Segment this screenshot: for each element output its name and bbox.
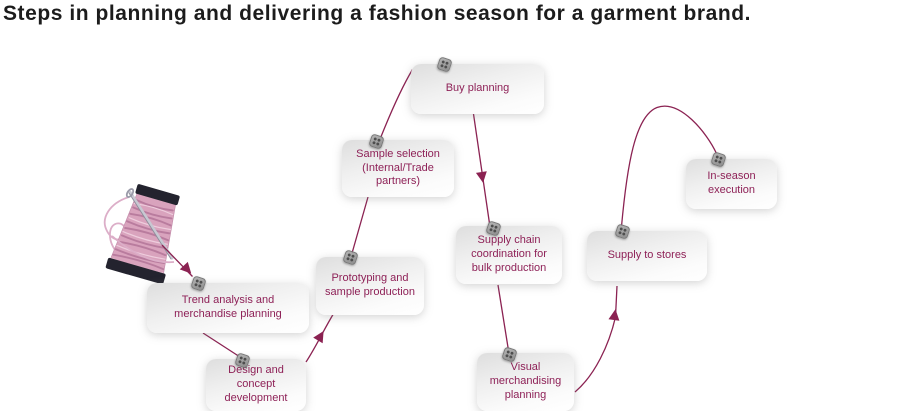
step-label: Sample selection (Internal/Trade partner… — [356, 147, 440, 188]
step-label: Supply to stores — [607, 249, 687, 262]
step-supply-to-stores: Supply to stores — [587, 231, 707, 281]
spool — [105, 184, 180, 285]
step-visual-merchandising: Visual merchandising planning — [477, 353, 574, 411]
connector-sample-to-buy — [378, 69, 414, 141]
step-design-concept: Design and concept development — [206, 359, 306, 411]
connector-trend-to-design — [202, 332, 239, 357]
step-prototyping: Prototyping and sample production — [316, 257, 424, 315]
step-buy-planning: Buy planning — [411, 64, 544, 114]
step-trend-analysis: Trend analysis and merchandise planning — [147, 283, 309, 333]
connector-prototyping-to-sample — [350, 196, 369, 256]
step-label: Trend analysis and merchandise planning — [174, 294, 282, 320]
arrowhead — [313, 330, 324, 344]
thread-over-spool — [111, 235, 175, 264]
step-label: In-season execution — [707, 170, 756, 196]
step-label: Visual merchandising planning — [489, 361, 562, 401]
connector-supplychain-to-visual — [497, 284, 510, 351]
step-label: Supply chain coordination for bulk produ… — [471, 234, 547, 274]
step-label: Design and concept development — [224, 364, 288, 404]
arrowhead — [179, 261, 192, 274]
step-sample-selection: Sample selection (Internal/Trade partner… — [342, 140, 454, 197]
step-in-season-execution: In-season execution — [686, 159, 777, 209]
thread-spool-illustration — [103, 184, 180, 285]
connector-stores-to-inseason — [620, 105, 718, 227]
arrowhead — [608, 309, 620, 321]
step-label: Prototyping and sample production — [325, 272, 415, 298]
step-label: Buy planning — [445, 82, 510, 95]
arrowhead — [475, 171, 487, 183]
connector-buy-to-supplychain — [472, 113, 491, 224]
needle-eye — [125, 188, 135, 198]
connector-visual-to-stores — [574, 285, 618, 393]
needle-icon — [128, 190, 174, 260]
step-supply-chain: Supply chain coordination for bulk produ… — [456, 226, 562, 284]
diagram-title: Steps in planning and delivering a fashi… — [3, 2, 751, 25]
